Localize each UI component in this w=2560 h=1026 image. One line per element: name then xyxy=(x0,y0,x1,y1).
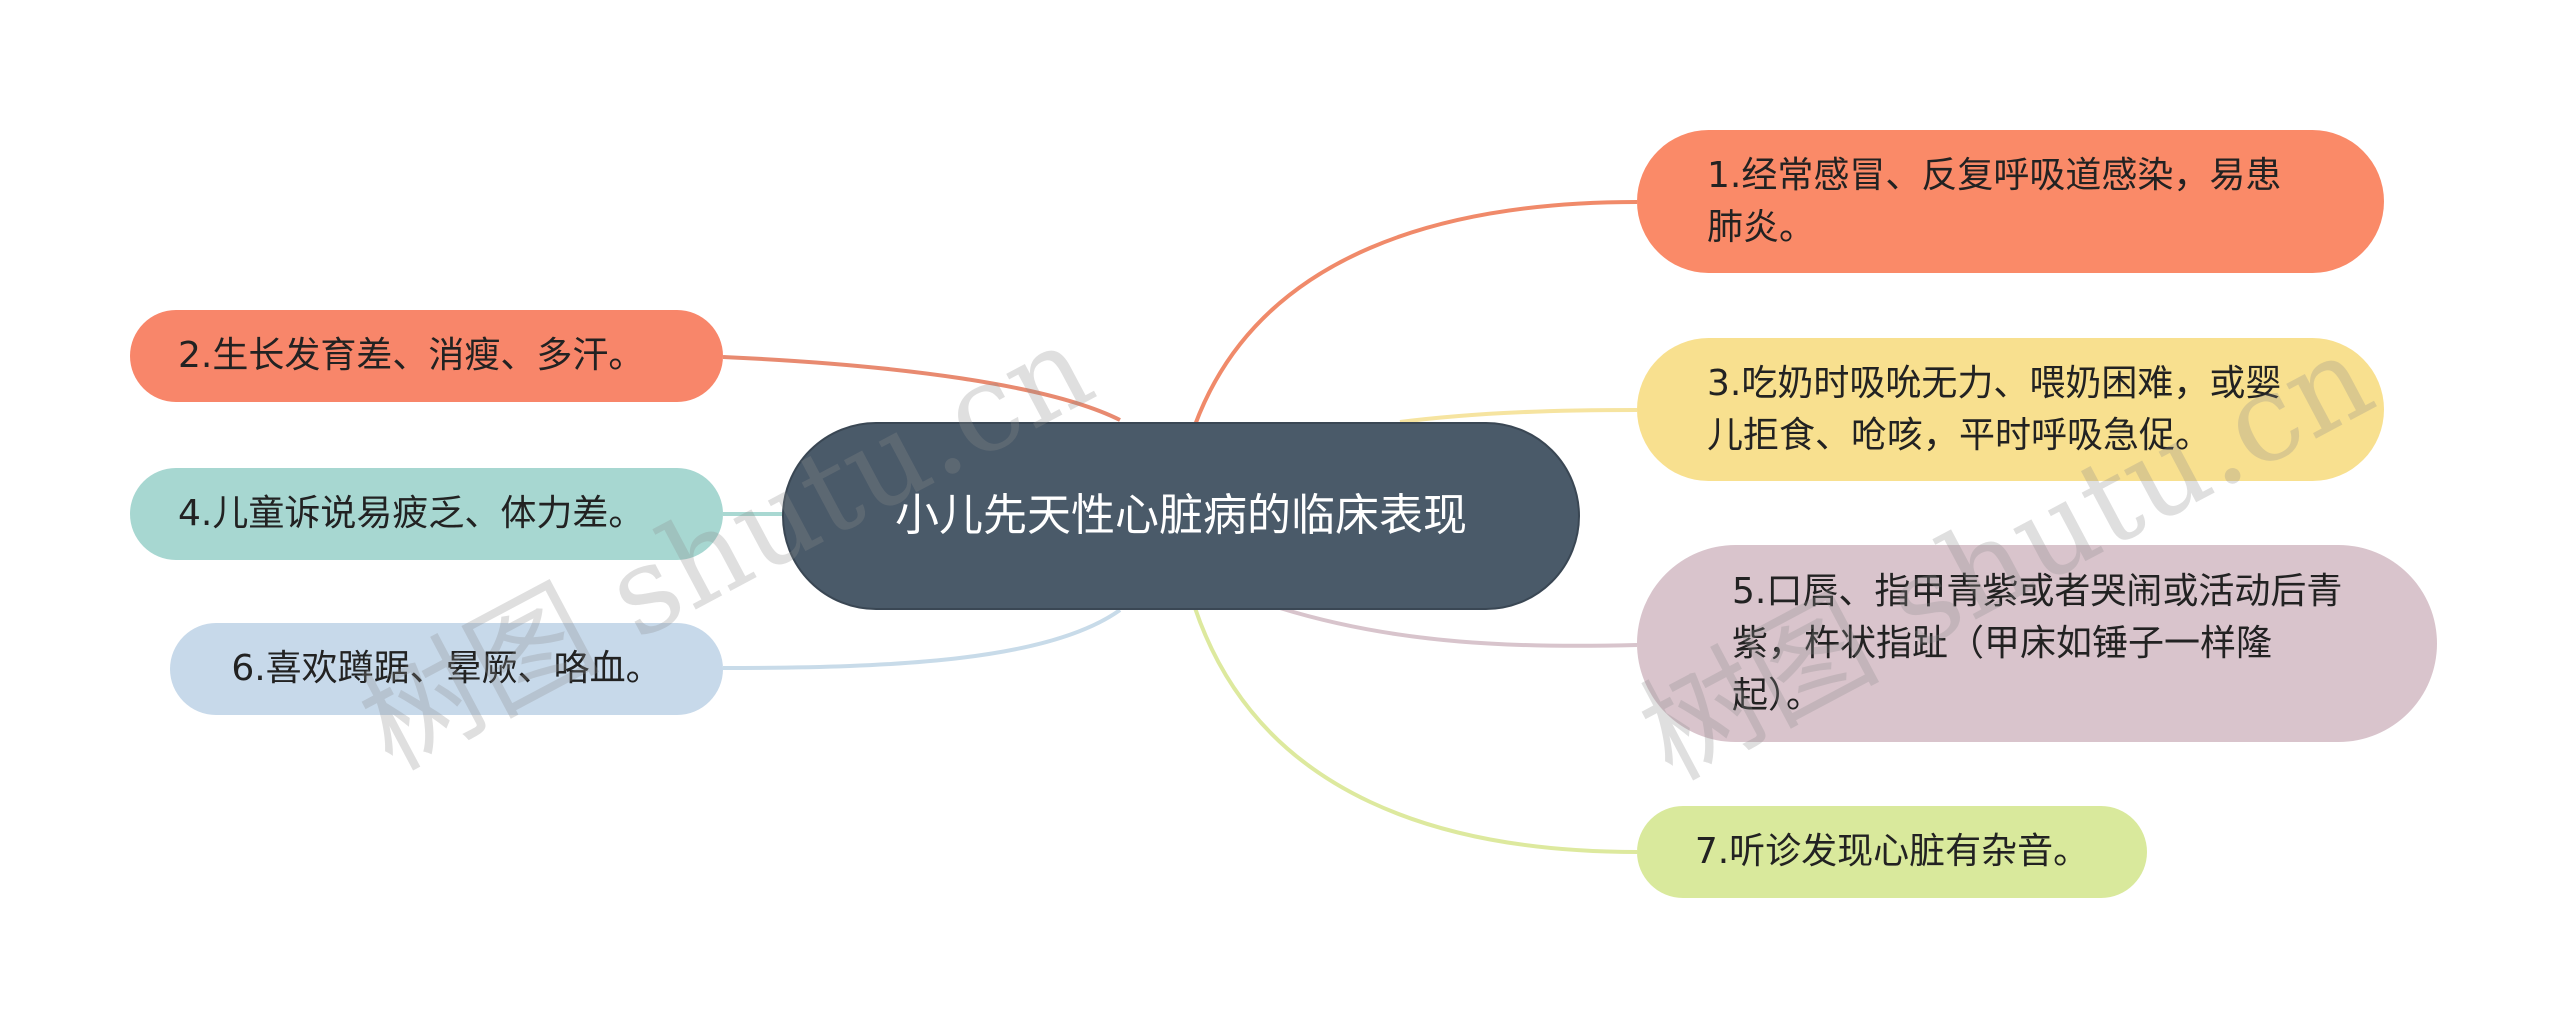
branch-node-6-label: 6.喜欢蹲踞、晕厥、咯血。 xyxy=(231,648,662,689)
branch-node-3-label: 3.吃奶时吸吮无力、喂奶困难，或婴儿拒食、呛咳，平时呼吸急促。 xyxy=(1707,362,2282,456)
branch-node-7-label: 7.听诊发现心脏有杂音。 xyxy=(1694,831,2090,872)
branch-node-5-label: 5.口唇、指甲青紫或者哭闹或活动后青紫，杵状指趾（甲床如锤子一样隆起）。 xyxy=(1732,570,2343,716)
branch-node-5[interactable]: 5.口唇、指甲青紫或者哭闹或活动后青紫，杵状指趾（甲床如锤子一样隆起）。 xyxy=(1637,545,2437,742)
connector-n1 xyxy=(1193,200,1638,426)
branch-node-1[interactable]: 1.经常感冒、反复呼吸道感染，易患肺炎。 xyxy=(1637,130,2384,273)
branch-node-2-label: 2.生长发育差、消瘦、多汗。 xyxy=(178,335,645,376)
branch-node-6[interactable]: 6.喜欢蹲踞、晕厥、咯血。 xyxy=(170,623,723,715)
branch-node-4-label: 4.儿童诉说易疲乏、体力差。 xyxy=(178,493,645,534)
branch-node-2[interactable]: 2.生长发育差、消瘦、多汗。 xyxy=(130,310,723,402)
connector-n3 xyxy=(1399,408,1638,424)
branch-node-4[interactable]: 4.儿童诉说易疲乏、体力差。 xyxy=(130,468,723,560)
central-topic-label: 小儿先天性心脏病的临床表现 xyxy=(895,490,1467,541)
branch-node-1-label: 1.经常感冒、反复呼吸道感染，易患肺炎。 xyxy=(1707,154,2282,248)
branch-node-3[interactable]: 3.吃奶时吸吮无力、喂奶困难，或婴儿拒食、呛咳，平时呼吸急促。 xyxy=(1637,338,2384,481)
connector-n5 xyxy=(1279,606,1638,648)
connector-n6 xyxy=(722,608,1122,670)
branch-node-7[interactable]: 7.听诊发现心脏有杂音。 xyxy=(1637,806,2147,898)
connector-n2 xyxy=(722,355,1121,422)
central-topic[interactable]: 小儿先天性心脏病的临床表现 xyxy=(782,422,1580,610)
connector-n7 xyxy=(1193,607,1638,854)
